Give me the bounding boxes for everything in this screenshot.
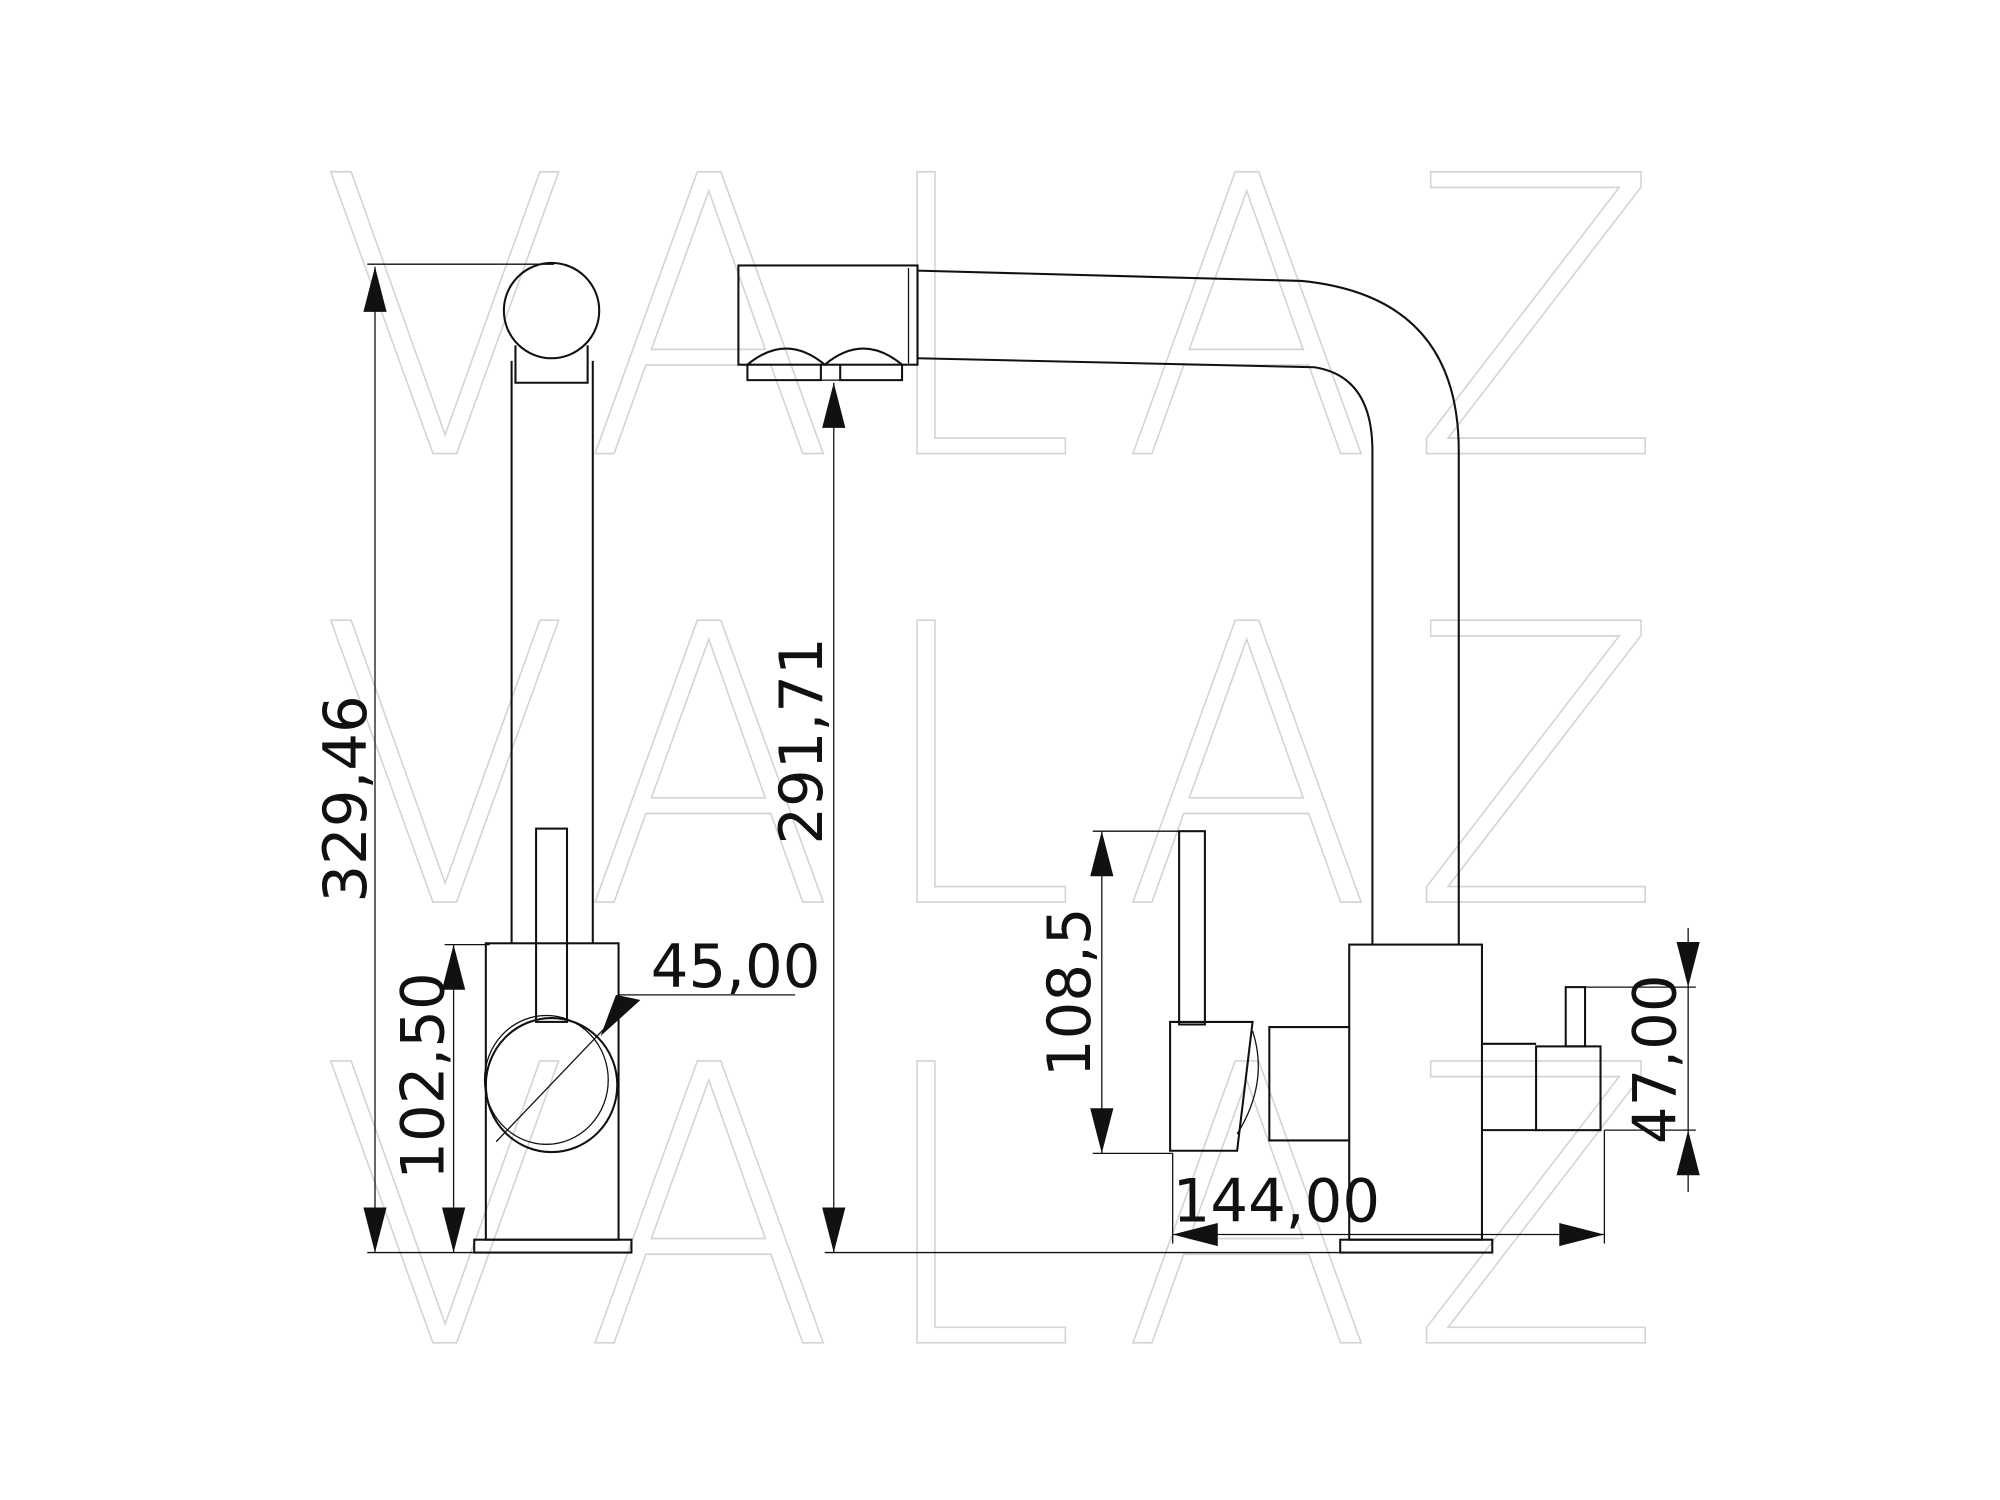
watermark: VALAZ VALAZ VALAZ xyxy=(319,95,1699,1436)
dim-total-height: 329,46 xyxy=(311,695,380,902)
dim-side-inlet-height: 47,00 xyxy=(1620,974,1689,1144)
aerator-circle xyxy=(502,261,601,360)
handle-lever xyxy=(535,827,569,1023)
dim-body-diameter: 45,00 xyxy=(651,932,821,1001)
front-view: 291,71 108,5 144,00 47,00 xyxy=(737,264,1700,1254)
side-view: 45,00 329,46 102,50 xyxy=(311,261,821,1254)
body-cartridge-circle xyxy=(484,1017,619,1154)
diameter-arrow xyxy=(600,994,641,1037)
handle-block xyxy=(1169,1020,1254,1152)
base-plate xyxy=(473,1238,633,1254)
watermark-row-3: VALAZ xyxy=(320,985,1699,1435)
dim-handle-height: 108,5 xyxy=(1035,907,1104,1077)
watermark-row-1: VALAZ xyxy=(320,96,1699,546)
handle-lever xyxy=(1178,830,1206,1026)
side-valve-lever xyxy=(1564,986,1587,1048)
base-plate xyxy=(1339,1238,1494,1254)
spout-outer xyxy=(917,269,1460,945)
dim-body-height: 102,50 xyxy=(388,972,457,1179)
dim-spout-reach: 144,00 xyxy=(1173,1167,1380,1236)
spout-inner xyxy=(917,357,1374,945)
aerator-neck xyxy=(514,345,589,384)
dim-spout-height: 291,71 xyxy=(767,637,836,844)
watermark-row-2: VALAZ xyxy=(320,544,1699,994)
